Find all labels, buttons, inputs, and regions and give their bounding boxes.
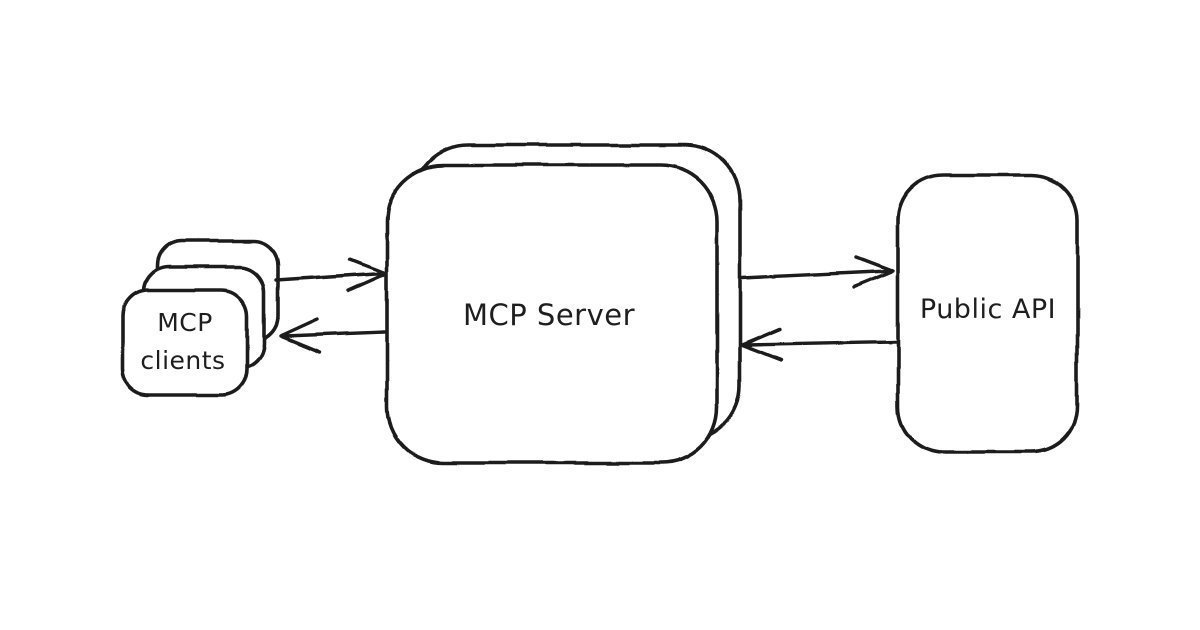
mcp-server-label: MCP Server <box>463 298 635 332</box>
mcp-clients-label-line2: clients <box>140 346 225 375</box>
edge-clients-to-server <box>274 257 388 292</box>
mcp-clients-label-line1: MCP <box>157 308 213 337</box>
edge-line <box>739 269 891 280</box>
public-api-card <box>896 173 1079 454</box>
mcp-server-card-front <box>385 163 719 465</box>
arrowhead-right-icon <box>346 257 388 292</box>
node-mcp-server <box>385 143 742 465</box>
public-api-label: Public API <box>920 294 1056 325</box>
arrowhead-left-icon <box>740 327 783 362</box>
node-public-api <box>896 173 1079 454</box>
edge-line <box>274 271 385 282</box>
edge-server-to-clients <box>278 317 387 354</box>
arrowhead-left-icon <box>278 317 321 354</box>
edge-line <box>744 340 898 347</box>
node-mcp-clients <box>121 239 280 397</box>
edge-api-to-server <box>740 327 898 362</box>
edge-line <box>282 330 387 338</box>
arrowhead-right-icon <box>852 255 895 289</box>
mcp-clients-card-front <box>121 288 249 397</box>
edge-server-to-api <box>739 255 895 289</box>
